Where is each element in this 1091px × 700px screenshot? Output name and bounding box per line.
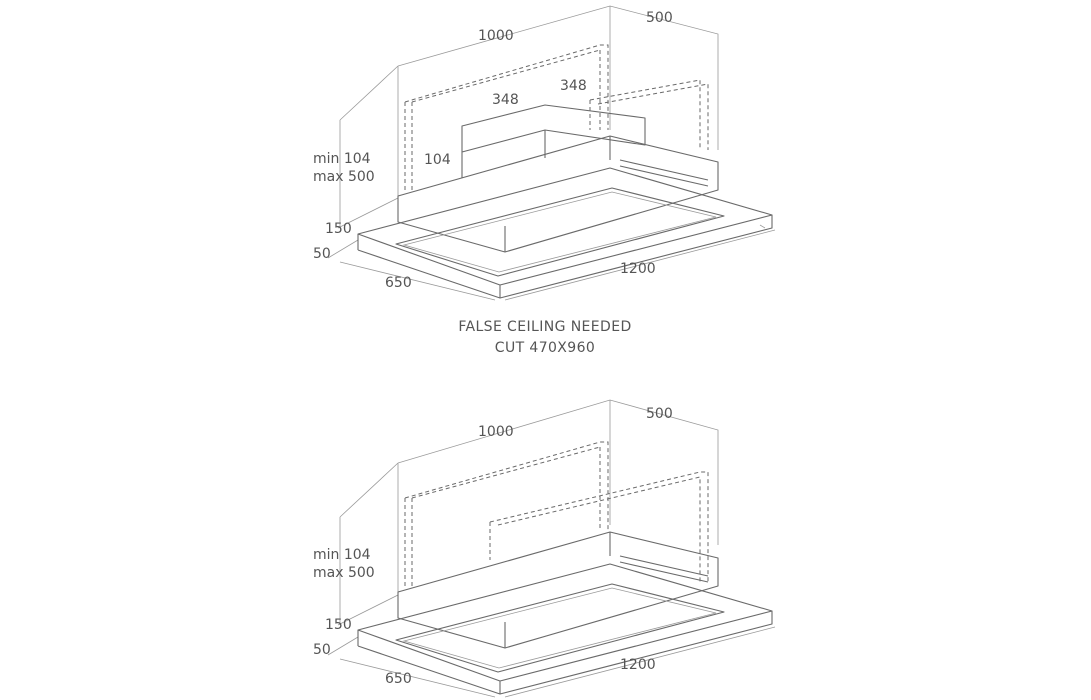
hood-body — [397, 135, 719, 253]
caption-line-1: FALSE CEILING NEEDED — [458, 319, 631, 335]
glass-frame — [357, 167, 773, 299]
glass-inner-border — [395, 187, 725, 277]
telescopic-frame — [404, 441, 709, 588]
glass-inner-border-2 — [402, 191, 717, 273]
label-depth: 650 — [385, 275, 412, 291]
label-inner-left: 348 — [492, 92, 519, 108]
dimension-lines — [327, 594, 776, 698]
label-width: 1200 — [620, 657, 656, 673]
glass-frame — [357, 563, 773, 695]
hood-side-panel — [619, 555, 709, 583]
label-inner-right: 348 — [560, 78, 587, 94]
label-depth-top: 500 — [646, 406, 673, 422]
label-body-height: 150 — [325, 617, 352, 633]
label-height-min: min 104 — [313, 547, 371, 563]
label-height-max: max 500 — [313, 169, 375, 185]
label-width-top: 1000 — [478, 28, 514, 44]
ceiling-box-outline — [339, 5, 719, 228]
label-frame-height: 50 — [313, 642, 331, 658]
label-height-min: min 104 — [313, 151, 371, 167]
caption-line-2: CUT 470X960 — [495, 340, 595, 356]
label-width-top: 1000 — [478, 424, 514, 440]
label-height-max: max 500 — [313, 565, 375, 581]
label-frame-height: 50 — [313, 246, 331, 262]
ceiling-box-outline — [339, 399, 719, 625]
telescopic-frame — [404, 44, 709, 190]
hood-body — [397, 531, 719, 649]
hood-diagram-with-false-ceiling: 1000 500 348 348 104 min 104 max 500 150… — [313, 5, 776, 301]
dimension-lines — [327, 197, 776, 301]
label-body-height: 150 — [325, 221, 352, 237]
hood-side-panel — [619, 159, 709, 187]
motor-block — [461, 104, 646, 178]
label-depth: 650 — [385, 671, 412, 687]
label-chimney-small: 104 — [424, 152, 451, 168]
label-depth-top: 500 — [646, 10, 673, 26]
label-width: 1200 — [620, 261, 656, 277]
glass-inner-border — [395, 583, 725, 673]
hood-diagram-standard: 1000 500 min 104 max 500 150 50 650 1200 — [313, 399, 776, 698]
glass-inner-border-2 — [402, 587, 717, 669]
